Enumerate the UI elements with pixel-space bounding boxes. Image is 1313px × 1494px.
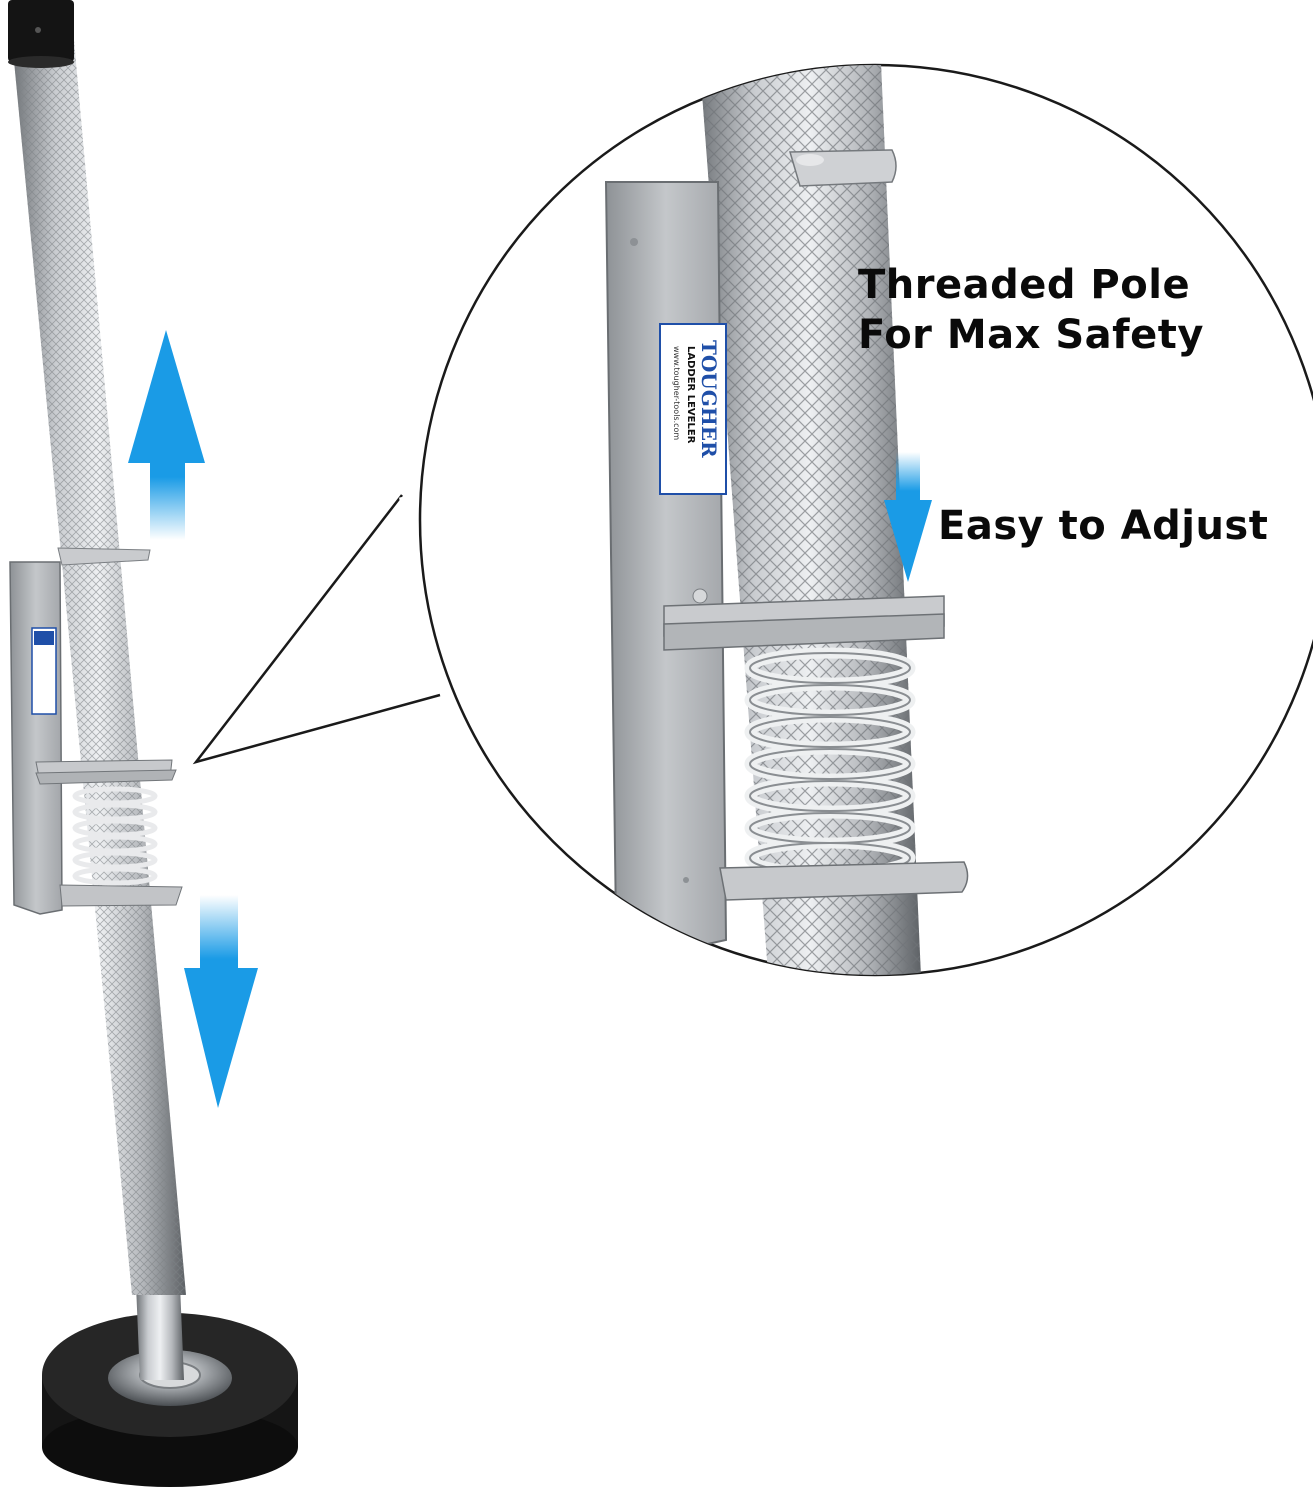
ladder-leveler-full-view [8, 0, 298, 1487]
label-website-text: www.tougher-tools.com [672, 346, 681, 440]
rubber-base [42, 1313, 298, 1487]
label-brand-text: TOUGHER [697, 340, 721, 458]
threaded-pole-caption-line2: For Max Safety [858, 312, 1204, 358]
bottom-flange-zoomed [719, 861, 969, 901]
spring-small [72, 786, 158, 886]
arrow-down-zoom-icon [884, 452, 932, 582]
adjuster-flanges-zoomed [663, 595, 945, 651]
leveler-bracket [9, 547, 183, 915]
arrow-up-icon [128, 330, 205, 540]
threaded-pole-caption: Threaded Pole For Max Safety [858, 260, 1204, 360]
easy-adjust-caption: Easy to Adjust [938, 503, 1269, 549]
label-product-text: LADDER LEVELER [685, 346, 696, 444]
top-flange-zoomed [789, 149, 897, 187]
pole-lower-smooth [136, 1285, 184, 1380]
arrow-down-icon [184, 895, 258, 1108]
pole-top-cap [8, 0, 74, 68]
brand-label-zoomed: TOUGHER LADDER LEVELER www.tougher-tools… [659, 323, 727, 495]
zoom-callout: TOUGHER LADDER LEVELER www.tougher-tools… [192, 63, 1313, 977]
threaded-pole-caption-line1: Threaded Pole [858, 262, 1191, 308]
leveler-bracket-zoomed [604, 181, 728, 952]
pole-main [12, 40, 186, 1295]
callout-pointer [192, 494, 441, 765]
brand-label-small [31, 627, 57, 715]
